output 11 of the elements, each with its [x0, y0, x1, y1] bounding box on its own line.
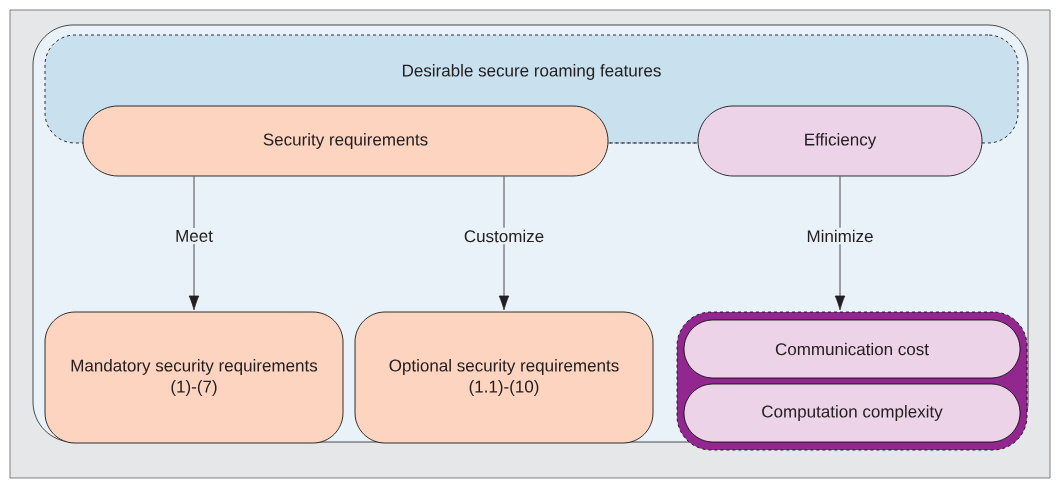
arrow: [834, 176, 846, 311]
rounded-box: Mandatory security requirements (1)-(7): [44, 311, 344, 444]
arrow: [498, 176, 510, 311]
arrow: [188, 176, 200, 311]
dashed-connector: [608, 142, 698, 144]
edge-label: Meet: [173, 228, 215, 244]
rounded-box: Optional security requirements (1.1)-(10): [354, 311, 654, 444]
rounded-pill: Computation complexity: [683, 383, 1021, 443]
rounded-pill: Security requirements: [82, 105, 609, 177]
rounded-pill: Efficiency: [697, 105, 983, 177]
rounded-pill: Communication cost: [683, 319, 1021, 379]
